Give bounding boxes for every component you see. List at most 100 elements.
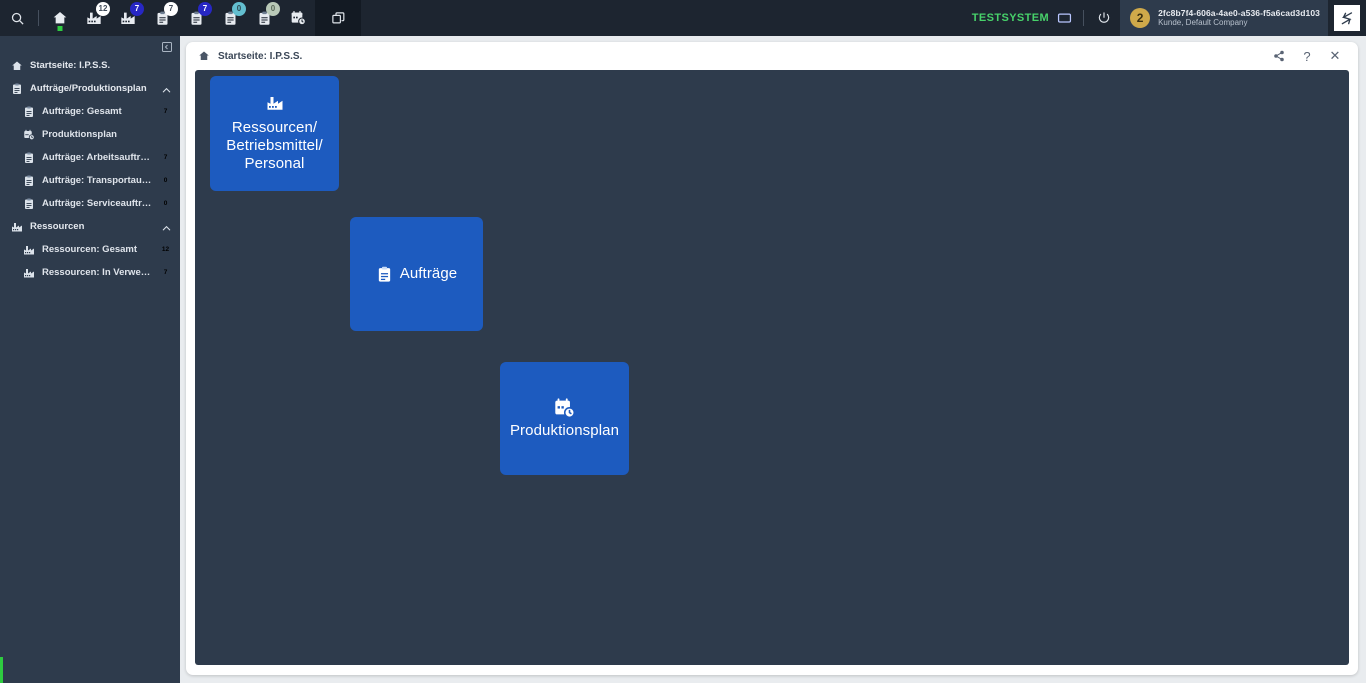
toolbar-button-transport-orders[interactable]: 0 — [213, 0, 247, 36]
sidebar-item-5[interactable]: Aufträge: Transportauft... 0 — [0, 169, 180, 192]
content-area: Startseite: I.P.S.S. ? ✕ — [180, 36, 1366, 683]
chevron-up-icon[interactable] — [161, 83, 172, 94]
share-icon — [1274, 50, 1284, 62]
toolbar-button-orders-all[interactable]: 7 — [145, 0, 179, 36]
home-icon — [10, 59, 23, 72]
clipboard-icon — [22, 105, 35, 118]
factory-icon — [22, 266, 35, 279]
clipboard-icon — [22, 174, 35, 187]
sidebar-item-label: Aufträge: Gesamt — [42, 106, 122, 117]
clipboard-icon — [10, 82, 23, 95]
close-button[interactable]: ✕ — [1329, 48, 1341, 63]
home-button[interactable] — [43, 0, 77, 36]
clipboard-icon — [157, 11, 167, 25]
sidebar-accent-line — [0, 657, 3, 683]
share-button[interactable] — [1272, 49, 1286, 63]
power-icon — [1098, 12, 1110, 23]
user-id: 2fc8b7f4-606a-4ae0-a536-f5a6cad3d103 — [1158, 7, 1320, 18]
sidebar-item-1[interactable]: Aufträge/Produktionsplan — [0, 77, 180, 100]
tile-content: Produktionsplan — [502, 397, 627, 440]
user-menu[interactable]: 2 2fc8b7f4-606a-4ae0-a536-f5a6cad3d103 K… — [1120, 0, 1328, 36]
collapse-panel-icon — [162, 42, 172, 52]
search-button[interactable] — [0, 0, 34, 36]
badge-count: 7 — [163, 154, 168, 161]
sidebar-item-3[interactable]: Produktionsplan — [0, 123, 180, 146]
factory-icon — [121, 12, 135, 24]
sidebar-item-0[interactable]: Startseite: I.P.S.S. — [0, 54, 180, 77]
sidebar-item-8[interactable]: Ressourcen: Gesamt 12 — [0, 238, 180, 261]
badge-count: 7 — [163, 269, 168, 276]
badge-count: 12 — [161, 246, 170, 253]
card-header: Startseite: I.P.S.S. ? ✕ — [186, 42, 1358, 70]
badge-count: 12 — [96, 2, 110, 16]
sidebar-item-4[interactable]: Aufträge: Arbeitsaufträ... 7 — [0, 146, 180, 169]
testsystem-label: TESTSYSTEM — [971, 12, 1050, 24]
toolbar-button-resources-inuse[interactable]: 7 — [111, 0, 145, 36]
windows-stack-icon — [331, 11, 344, 23]
sidebar-item-label: Aufträge: Arbeitsaufträ... — [42, 152, 152, 163]
home-icon — [53, 12, 67, 24]
toolbar-button-work-orders[interactable]: 7 — [179, 0, 213, 36]
factory-icon — [10, 220, 23, 233]
sidebar-item-2[interactable]: Aufträge: Gesamt 7 — [0, 100, 180, 123]
calendar-clock-icon — [291, 11, 306, 26]
window-group-button[interactable] — [315, 0, 361, 36]
sidebar-item-7[interactable]: Ressourcen — [0, 215, 180, 238]
user-subtitle: Kunde, Default Company — [1158, 18, 1248, 28]
monitor-button[interactable] — [1049, 0, 1079, 36]
badge-count: 7 — [164, 2, 178, 16]
badge-count: 7 — [130, 2, 144, 16]
chevron-up-icon[interactable] — [161, 221, 172, 232]
calendar-clock-icon — [553, 397, 576, 419]
tile-label: Ressourcen/Betriebsmittel/Personal — [226, 119, 323, 172]
dashboard-canvas: Ressourcen/Betriebsmittel/Personal — [195, 70, 1349, 665]
sidebar-item-list: Startseite: I.P.S.S.Aufträge/Produktions… — [0, 36, 180, 284]
page-title: Startseite: I.P.S.S. — [218, 50, 303, 62]
help-button[interactable]: ? — [1303, 48, 1311, 64]
clipboard-icon — [225, 11, 235, 25]
sidebar-collapse-button[interactable] — [160, 40, 174, 54]
clipboard-icon — [259, 11, 269, 25]
sidebar-item-label: Ressourcen — [30, 221, 85, 232]
tile-produktionsplan[interactable]: Produktionsplan — [500, 362, 629, 475]
avatar: 2 — [1130, 8, 1151, 28]
power-button[interactable] — [1088, 0, 1120, 36]
tile-label: Aufträge — [399, 265, 458, 283]
tile-label: Produktionsplan — [509, 422, 620, 440]
monitor-icon — [1057, 13, 1071, 23]
badge-count: 0 — [163, 200, 168, 207]
sidebar-item-label: Aufträge: Transportauft... — [42, 175, 152, 186]
clipboard-icon — [22, 197, 35, 210]
search-icon — [11, 12, 24, 25]
status-dot — [57, 26, 63, 31]
badge-count: 7 — [163, 108, 168, 115]
toolbar-right-group: TESTSYSTEM 2 2fc8b7f4-606a-4ae0-a536-f5a… — [972, 0, 1366, 36]
clipboard-icon — [376, 266, 393, 283]
toolbar-divider — [1083, 10, 1085, 26]
page-card: Startseite: I.P.S.S. ? ✕ — [186, 42, 1358, 675]
app-logo[interactable] — [1334, 5, 1360, 31]
toolbar-button-service-orders[interactable]: 0 — [247, 0, 281, 36]
sidebar-item-label: Aufträge: Serviceaufträ... — [42, 198, 152, 209]
factory-icon — [266, 94, 284, 112]
tile-content: Aufträge — [368, 265, 466, 283]
tile-ressourcen[interactable]: Ressourcen/Betriebsmittel/Personal — [210, 76, 339, 191]
toolbar-divider — [38, 10, 39, 26]
badge-count: 0 — [163, 177, 168, 184]
badge-count: 0 — [232, 2, 246, 16]
badge-count: 0 — [266, 2, 280, 16]
calendar-clock-icon — [22, 128, 35, 141]
toolbar-button-production-plan[interactable] — [281, 0, 315, 36]
badge-count: 7 — [198, 2, 212, 16]
sidebar-item-9[interactable]: Ressourcen: In Verwen... 7 — [0, 261, 180, 284]
top-toolbar: 12 7 7 — [0, 0, 1366, 36]
user-info: 2fc8b7f4-606a-4ae0-a536-f5a6cad3d103 Kun… — [1158, 7, 1320, 28]
clipboard-icon — [22, 151, 35, 164]
sidebar-item-label: Ressourcen: In Verwen... — [42, 267, 152, 278]
sidebar-item-6[interactable]: Aufträge: Serviceaufträ... 0 — [0, 192, 180, 215]
factory-icon — [87, 12, 101, 24]
sidebar-item-label: Ressourcen: Gesamt — [42, 244, 138, 255]
toolbar-button-resources-all[interactable]: 12 — [77, 0, 111, 36]
tile-auftraege[interactable]: Aufträge — [350, 217, 483, 331]
card-action-group: ? ✕ — [1272, 48, 1348, 64]
